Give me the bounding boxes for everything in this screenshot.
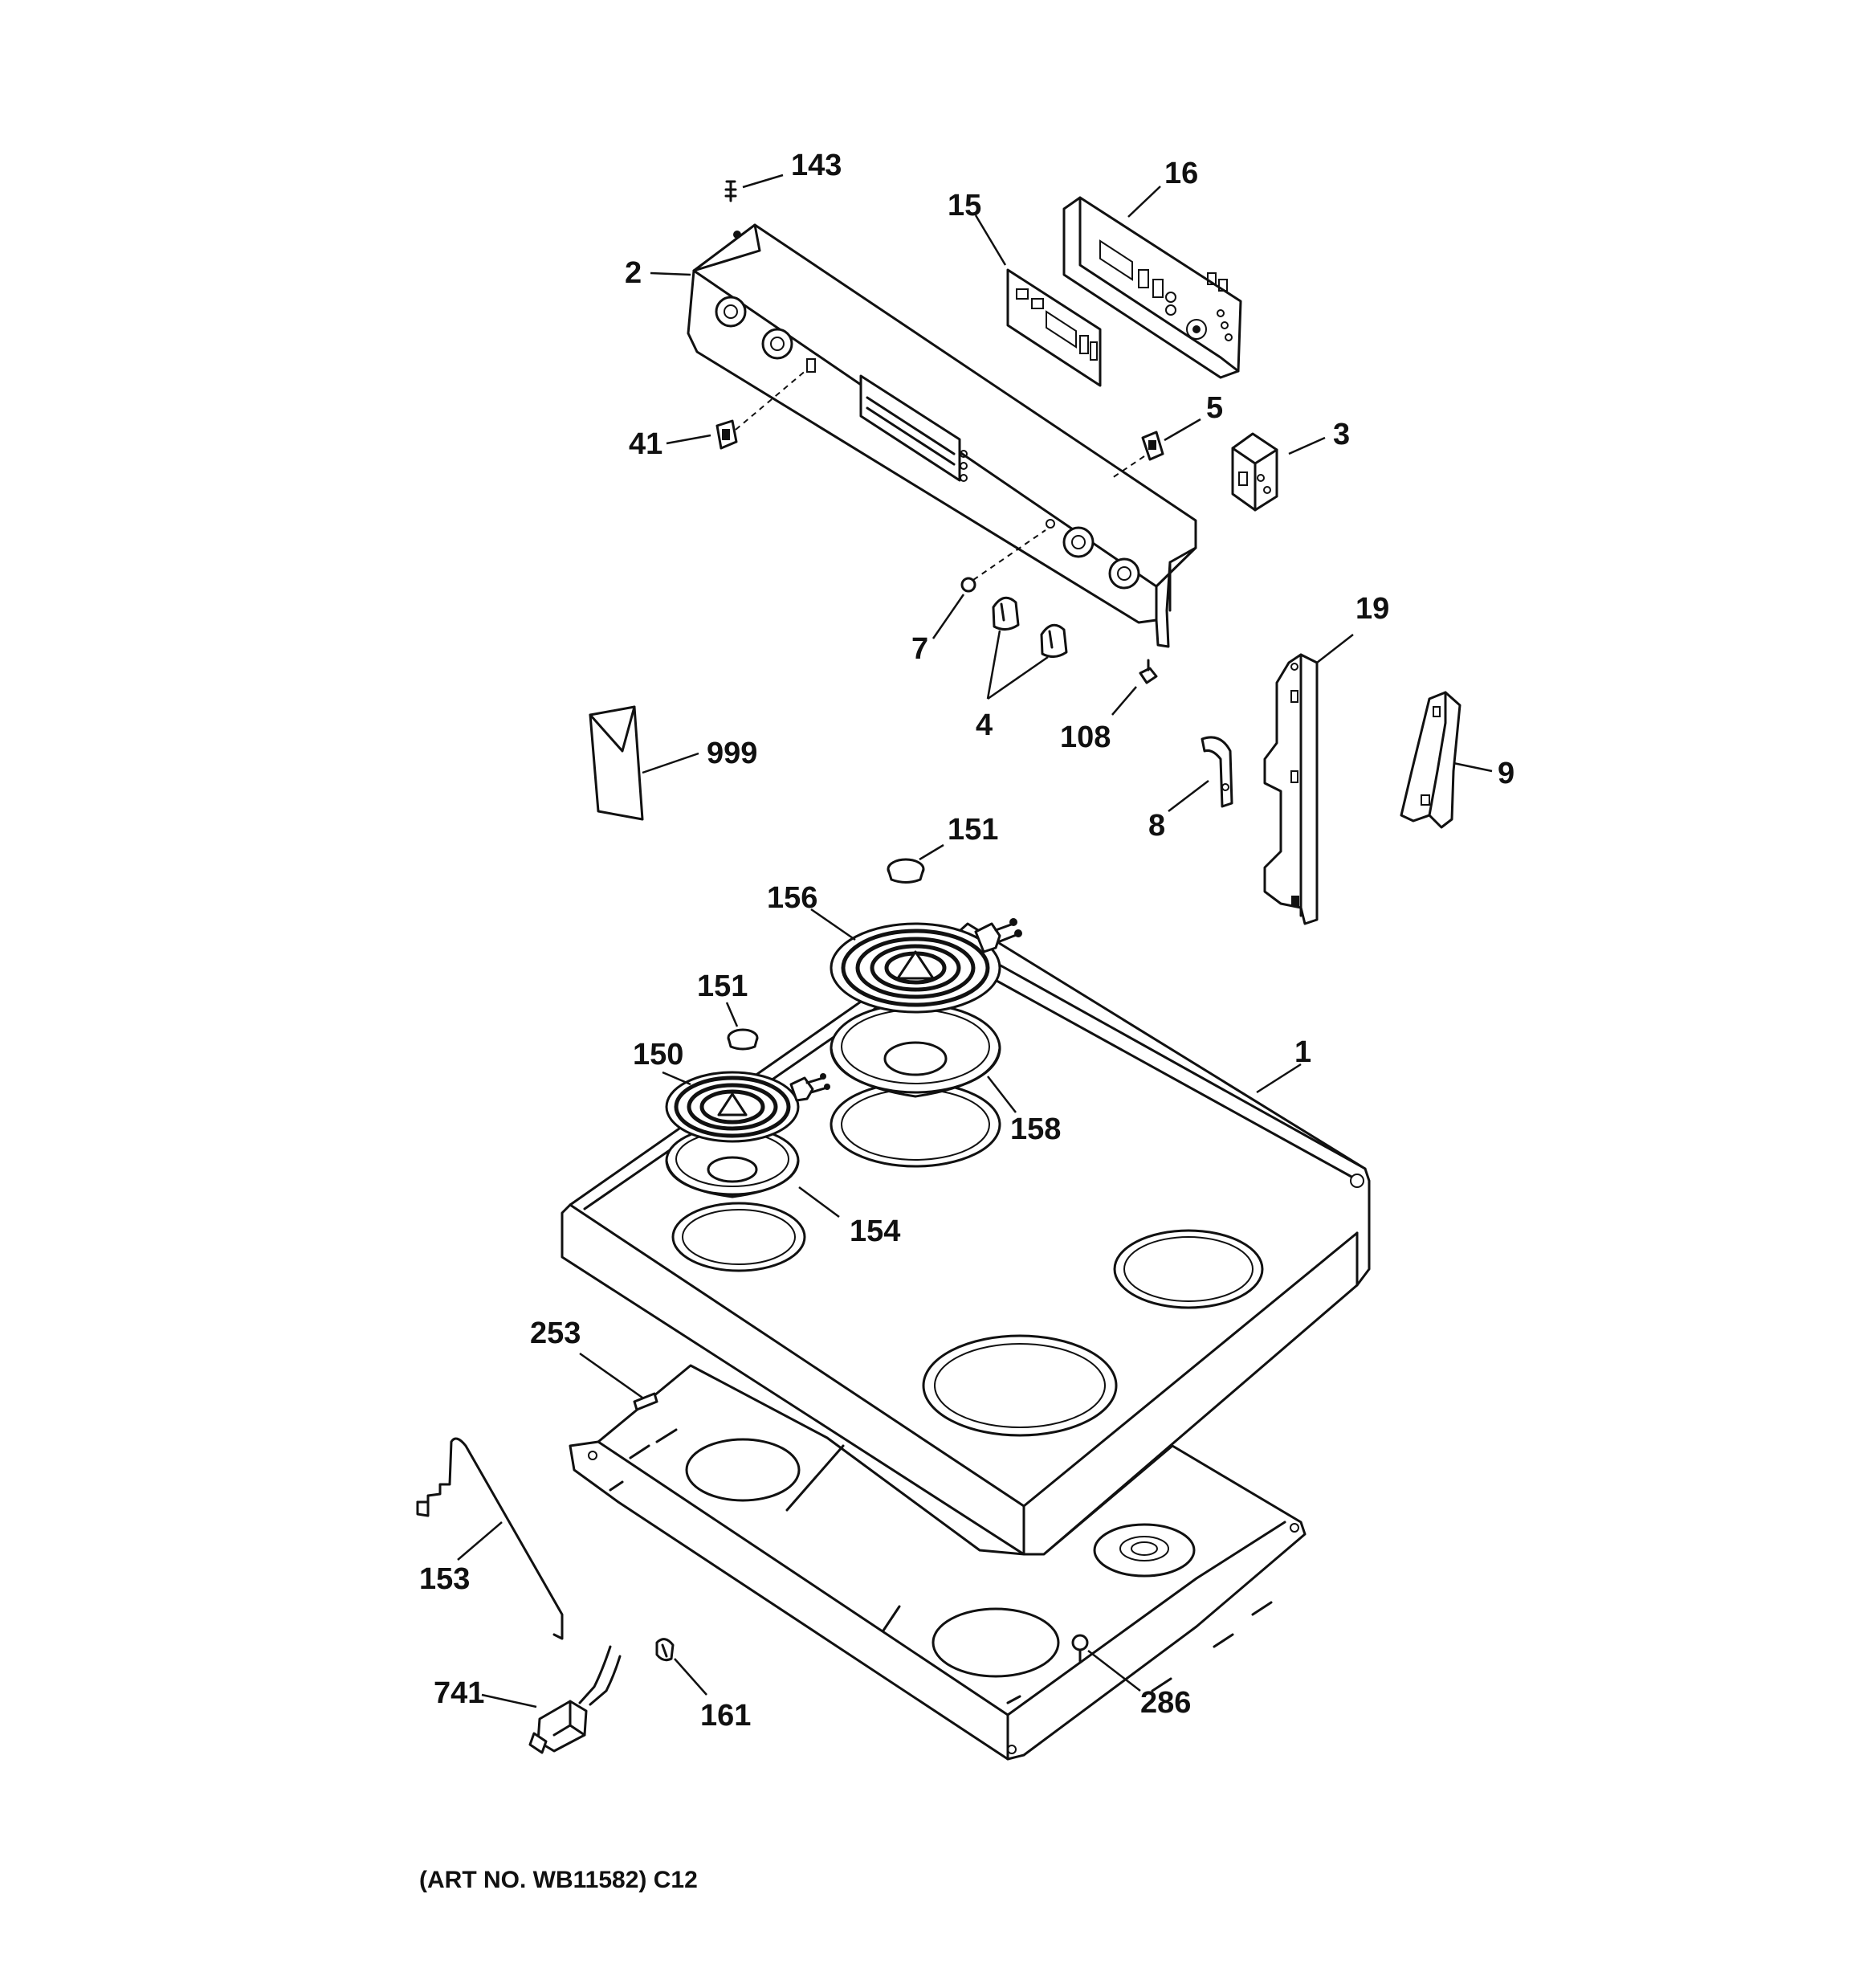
- callout-5: 5: [1206, 391, 1223, 425]
- part-158-drip-pan: [830, 1002, 1001, 1098]
- part-16-control-board: [1062, 196, 1242, 379]
- part-999-literature: [589, 705, 644, 821]
- part-8-clip: [1201, 736, 1233, 808]
- leader-lines: [457, 173, 1493, 1708]
- callout-253: 253: [530, 1316, 581, 1350]
- part-151-receptacle-lower: [727, 1028, 759, 1051]
- callout-158: 158: [1010, 1112, 1061, 1146]
- callout-151-lower: 151: [697, 970, 748, 1003]
- part-150-small-element: [665, 1071, 830, 1143]
- callout-15: 15: [948, 189, 981, 222]
- part-253-clip: [633, 1392, 658, 1411]
- part-5-switch: [1111, 431, 1164, 479]
- callout-286: 286: [1140, 1686, 1191, 1720]
- part-19-bracket: [1263, 653, 1319, 925]
- part-2-backsplash: [687, 223, 1197, 648]
- callout-7: 7: [911, 632, 928, 666]
- part-741-terminal-block: [528, 1645, 622, 1754]
- callout-161: 161: [700, 1699, 751, 1733]
- part-154-drip-pan: [665, 1125, 800, 1198]
- part-161-nut: [655, 1638, 675, 1662]
- part-151-receptacle-upper: [887, 858, 925, 884]
- part-7-indicator: [960, 529, 1046, 593]
- part-143-screw: [724, 180, 737, 202]
- callout-9: 9: [1498, 757, 1514, 790]
- callout-2: 2: [625, 256, 642, 290]
- callout-151-upper: 151: [948, 813, 998, 847]
- part-41-switch: [715, 369, 808, 450]
- part-156-large-element: [830, 918, 1022, 1014]
- callout-16: 16: [1164, 157, 1198, 190]
- callout-1: 1: [1294, 1035, 1311, 1069]
- callout-3: 3: [1333, 418, 1350, 451]
- callout-999: 999: [707, 737, 757, 770]
- callout-156: 156: [767, 881, 817, 915]
- callout-154: 154: [850, 1214, 900, 1248]
- part-108-nut: [1139, 659, 1158, 684]
- part-286-screw: [1071, 1634, 1089, 1663]
- callout-741: 741: [434, 1676, 484, 1710]
- part-3-infinite-switch: [1231, 432, 1278, 512]
- callout-19: 19: [1355, 592, 1389, 626]
- callout-108: 108: [1060, 720, 1111, 754]
- callout-8: 8: [1148, 809, 1165, 843]
- callout-143: 143: [791, 149, 842, 182]
- callout-41: 41: [629, 427, 662, 461]
- callout-153: 153: [419, 1562, 470, 1596]
- burner-box-tray: [569, 1364, 1307, 1761]
- art-number-caption: (ART NO. WB11582) C12: [419, 1867, 698, 1893]
- callout-150: 150: [633, 1038, 683, 1072]
- part-9-endcap: [1400, 691, 1461, 829]
- callout-labels: 143 16 15 2 5 3 41 19 7 4 108 999 9 8 15…: [419, 149, 1514, 1733]
- part-153-wire-support: [416, 1437, 564, 1640]
- part-4-knobs: [992, 596, 1068, 658]
- part-15-overlay: [1006, 268, 1102, 387]
- callout-4: 4: [976, 708, 993, 742]
